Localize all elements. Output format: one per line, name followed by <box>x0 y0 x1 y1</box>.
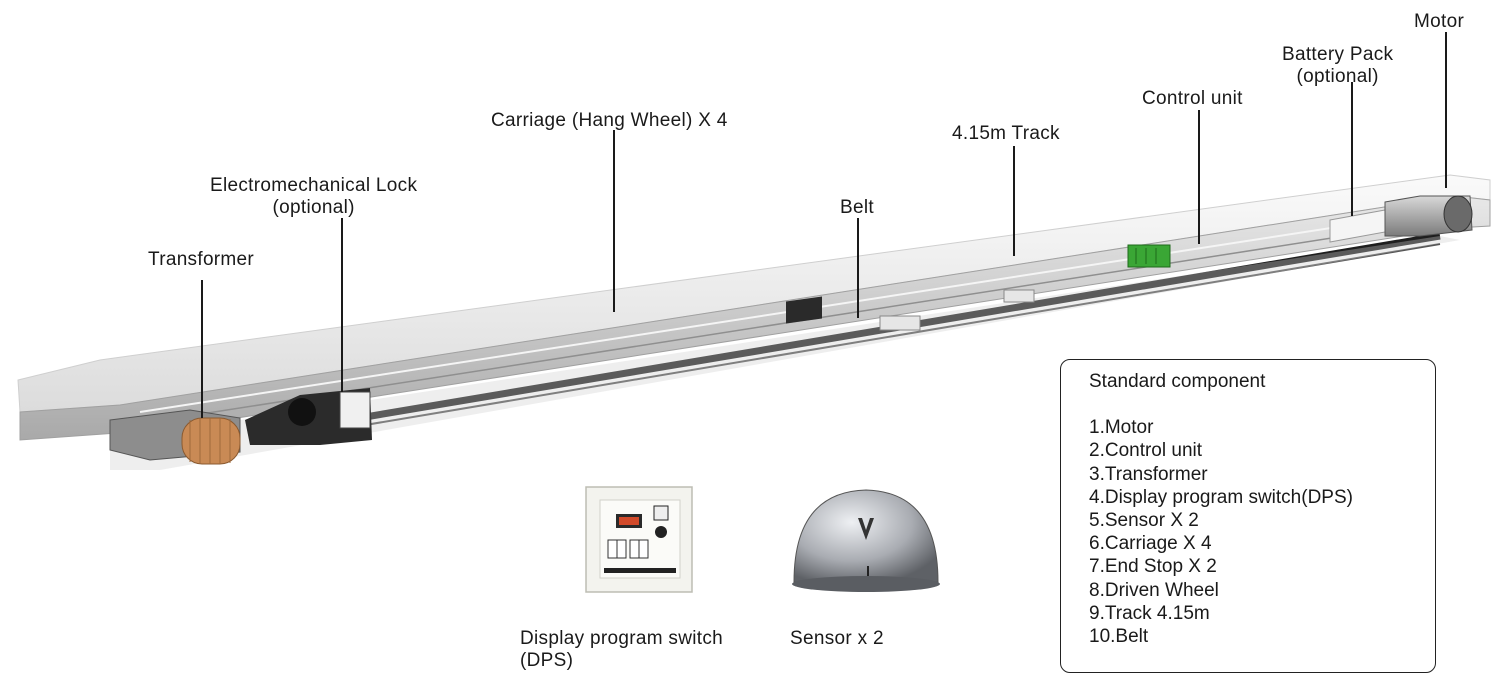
component-item: 8.Driven Wheel <box>1089 579 1219 601</box>
dps-caption-line1: Display program switch <box>520 628 723 649</box>
label-control-unit: Control unit <box>1142 88 1243 110</box>
belt-strip <box>299 232 1441 432</box>
label-belt-text: Belt <box>840 197 874 218</box>
label-battery-line1: Battery Pack <box>1282 44 1394 65</box>
dps-caption: Display program switch (DPS) <box>520 628 723 672</box>
label-belt: Belt <box>840 197 874 219</box>
component-item: 3.Transformer <box>1089 463 1208 485</box>
label-lock-line2: (optional) <box>272 197 355 218</box>
component-item: 6.Carriage X 4 <box>1089 533 1212 555</box>
carriage-block <box>786 296 822 324</box>
label-carriage-text: Carriage (Hang Wheel) X 4 <box>491 110 728 131</box>
dps-caption-line2: (DPS) <box>520 650 574 671</box>
component-item: 10.Belt <box>1089 626 1149 648</box>
standard-component-list: 1.Motor 2.Control unit 3.Transformer 4.D… <box>1089 416 1435 648</box>
lock-unit <box>245 388 372 445</box>
label-lock-line1: Electromechanical Lock <box>210 175 418 196</box>
component-item: 1.Motor <box>1089 417 1154 439</box>
sensor-caption-text: Sensor x 2 <box>790 628 884 649</box>
sensor-caption: Sensor x 2 <box>790 628 884 650</box>
component-item: 5.Sensor X 2 <box>1089 510 1199 532</box>
label-battery-pack: Battery Pack (optional) <box>1282 44 1393 88</box>
control-unit-terminal <box>1127 244 1171 268</box>
label-carriage: Carriage (Hang Wheel) X 4 <box>491 110 728 132</box>
component-item: 7.End Stop X 2 <box>1089 556 1217 578</box>
label-transformer-text: Transformer <box>148 249 255 270</box>
motor-unit <box>1384 195 1473 237</box>
leader-lines <box>201 32 1447 418</box>
label-track: 4.15m Track <box>952 123 1060 145</box>
component-item: 4.Display program switch(DPS) <box>1089 486 1353 508</box>
sensor-illustration <box>792 489 940 592</box>
standard-component-title: Standard component <box>1089 371 1266 392</box>
component-item: 9.Track 4.15m <box>1089 602 1210 624</box>
label-motor-text: Motor <box>1414 11 1465 32</box>
label-lock: Electromechanical Lock (optional) <box>210 175 417 219</box>
component-item: 2.Control unit <box>1089 440 1203 462</box>
standard-component-box: Standard component 1.Motor 2.Control uni… <box>1060 359 1436 673</box>
label-transformer: Transformer <box>148 249 254 271</box>
label-track-text: 4.15m Track <box>952 123 1060 144</box>
track-face <box>19 195 1491 441</box>
label-control-unit-text: Control unit <box>1142 88 1243 109</box>
label-motor: Motor <box>1414 11 1464 33</box>
transformer-unit <box>109 409 241 465</box>
dps-panel-illustration <box>585 486 693 593</box>
label-battery-line2: (optional) <box>1296 66 1379 87</box>
